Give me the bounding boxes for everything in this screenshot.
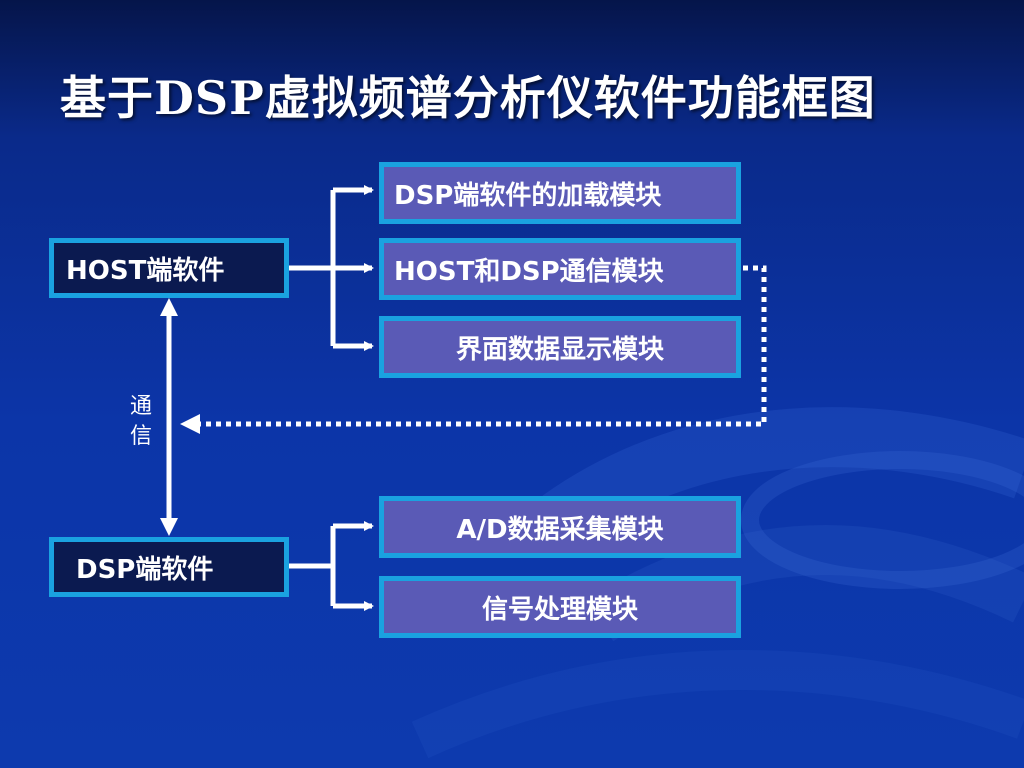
module-label: HOST和DSP通信模块 [394,256,664,287]
comm-double-arrow [160,298,178,536]
host-software-box: HOST端软件 [49,238,289,298]
module-label: A/D数据采集模块 [456,514,664,545]
comm-label-char: 信 [129,424,152,449]
module-ui-data-display: 界面数据显示模块 [379,316,741,378]
module-dsp-loading: DSP端软件的加载模块 [379,162,741,224]
module-label: 信号处理模块 [481,594,638,625]
dsp-tree-connector [289,521,374,611]
module-host-dsp-comm: HOST和DSP通信模块 [379,238,741,300]
host-tree-connector [289,185,374,351]
dsp-software-label: DSP端软件 [76,554,214,585]
module-label: DSP端软件的加载模块 [394,180,662,211]
module-label: 界面数据显示模块 [455,334,664,365]
dotted-comm-link [180,265,767,434]
comm-label-char: 通 [129,394,152,419]
page-title: 基于DSP虚拟频谱分析仪软件功能框图 [60,71,876,125]
comm-label: 通 信 [126,392,156,452]
module-signal-processing: 信号处理模块 [379,576,741,638]
host-software-label: HOST端软件 [66,255,225,286]
module-ad-acquisition: A/D数据采集模块 [379,496,741,558]
dsp-software-box: DSP端软件 [49,537,289,597]
